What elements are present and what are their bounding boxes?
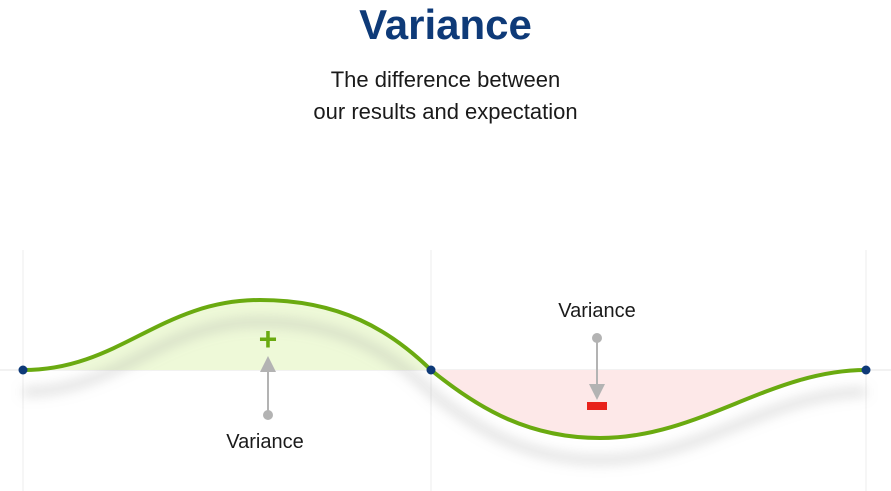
positive-variance-area bbox=[23, 300, 431, 370]
endpoint-left bbox=[18, 365, 28, 375]
subtitle-line-1: The difference between bbox=[330, 67, 561, 92]
curve-shadow bbox=[22, 317, 867, 465]
negative-variance-label: Variance bbox=[558, 300, 635, 322]
negative-variance-area bbox=[431, 370, 866, 438]
endpoint-right bbox=[861, 365, 871, 375]
endpoint-center bbox=[426, 365, 436, 375]
negative-pointer-dot bbox=[592, 333, 602, 343]
minus-sign bbox=[587, 402, 607, 410]
diagram-title: Variance bbox=[359, 1, 532, 48]
positive-variance-label: Variance bbox=[226, 431, 303, 453]
positive-pointer-dot bbox=[263, 410, 273, 420]
plus-sign: + bbox=[259, 321, 278, 357]
diagram-subtitle: The difference between our results and e… bbox=[0, 64, 891, 128]
subtitle-line-2: our results and expectation bbox=[313, 99, 578, 124]
